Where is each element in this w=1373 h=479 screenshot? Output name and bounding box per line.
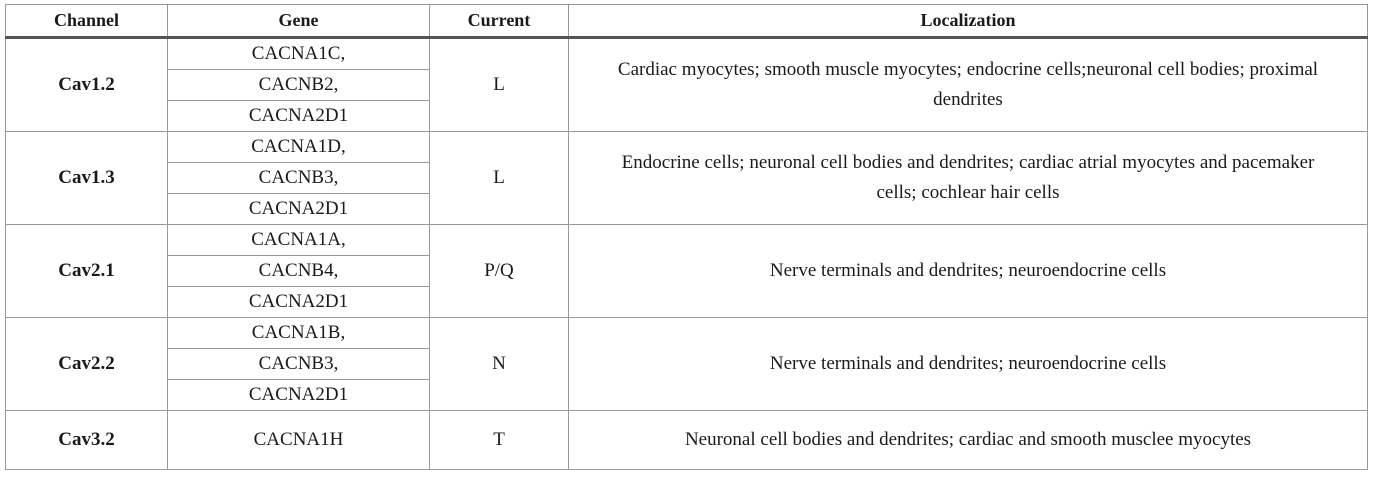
gene-cell: CACNB3, [167,162,430,194]
current-cell: L [429,131,569,225]
gene-cell: CACNA1H [167,410,430,470]
localization-cell: Endocrine cells; neuronal cell bodies an… [568,131,1368,225]
gene-cell: CACNA1D, [167,131,430,163]
header-row: Channel Gene Current Localization [5,4,1368,39]
channel-cell: Cav1.3 [5,131,168,225]
calcium-channel-table: Channel Gene Current Localization Cav1.2… [5,4,1368,470]
gene-cell: CACNA2D1 [167,379,430,411]
table-row: CACNB2, [6,69,1368,101]
table-row: CACNA2D1 [6,379,1368,411]
table-row: Cav2.2 CACNA1B, N Nerve terminals and de… [5,317,1368,411]
table-row: CACNA2D1 [6,100,1368,132]
gene-cell: CACNA1C, [167,37,430,70]
header-gene: Gene [167,4,430,39]
channel-cell: Cav2.1 [5,224,168,318]
table-row: Cav1.3 CACNA1D, L Endocrine cells; neuro… [5,131,1368,225]
gene-cell: CACNA1B, [167,317,430,349]
table-row: CACNA2D1 [6,286,1368,318]
current-cell: L [429,37,569,132]
gene-cell: CACNA1A, [167,224,430,256]
table-row: Cav2.1 CACNA1A, P/Q Nerve terminals and … [5,224,1368,318]
table-row: Cav1.2 CACNA1C, L Cardiac myocytes; smoo… [5,37,1368,132]
channel-cell: Cav3.2 [5,410,168,470]
table-row: CACNB3, [6,348,1368,380]
gene-cell: CACNB3, [167,348,430,380]
gene-cell: CACNB4, [167,255,430,287]
table-row: CACNA2D1 [6,193,1368,225]
localization-cell: Nerve terminals and dendrites; neuroendo… [568,317,1368,411]
gene-cell: CACNA2D1 [167,193,430,225]
current-cell: N [429,317,569,411]
channel-cell: Cav2.2 [5,317,168,411]
gene-cell: CACNA2D1 [167,286,430,318]
localization-cell: Neuronal cell bodies and dendrites; card… [568,410,1368,470]
channel-cell: Cav1.2 [5,37,168,132]
gene-cell: CACNA2D1 [167,100,430,132]
calcium-channel-table-container: Channel Gene Current Localization Cav1.2… [5,4,1368,470]
current-cell: P/Q [429,224,569,318]
header-channel: Channel [5,4,168,39]
gene-cell: CACNB2, [167,69,430,101]
header-localization: Localization [568,4,1368,39]
header-current: Current [429,4,569,39]
table-row: CACNB4, [6,255,1368,287]
table-row: Cav3.2 CACNA1H T Neuronal cell bodies an… [5,410,1368,470]
current-cell: T [429,410,569,470]
localization-cell: Cardiac myocytes; smooth muscle myocytes… [568,37,1368,132]
localization-cell: Nerve terminals and dendrites; neuroendo… [568,224,1368,318]
